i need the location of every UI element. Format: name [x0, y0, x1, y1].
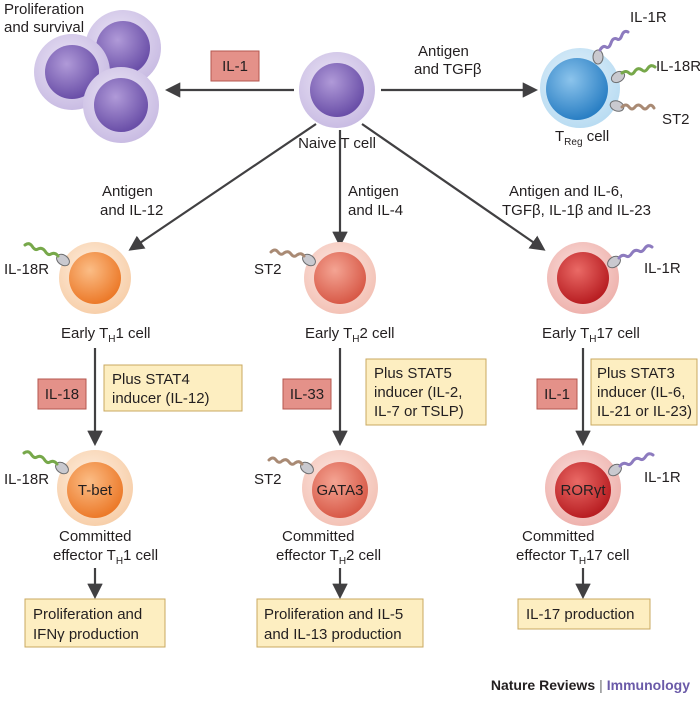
- il1-top-label: IL-1: [222, 58, 248, 75]
- th17-tf-label: RORγt: [561, 482, 607, 499]
- treg-arrow-label-2: and TGFβ: [414, 61, 482, 78]
- th1-inducer-1: Plus STAT4: [112, 371, 190, 388]
- th1-committed-receptor-label: IL-18R: [4, 471, 49, 488]
- th2-tf-label: GATA3: [317, 482, 364, 499]
- th2-outcome-box: [256, 598, 424, 648]
- th2-outcome-1: Proliferation and IL-5: [264, 606, 403, 623]
- th17-early-receptor-label: IL-1R: [644, 260, 681, 277]
- th1-early-label: Early TH1 cell: [61, 325, 151, 345]
- th1-effector-label: effector TH1 cell: [53, 547, 158, 567]
- th1-cytokine-box: [37, 378, 87, 410]
- th1-early-cell: [23, 242, 131, 314]
- th17-arrow-label-1: Antigen and IL-6,: [509, 183, 623, 200]
- th17-inducer-box: [590, 358, 698, 426]
- th17-outcome-box: [517, 598, 651, 630]
- treg-receptor-st2: [609, 100, 656, 112]
- th2-early-cell: [269, 242, 376, 314]
- th2-outcome-2: and IL-13 production: [264, 626, 402, 643]
- th1-outcome-1: Proliferation and: [33, 606, 142, 623]
- th2-arrow-label-2: and IL-4: [348, 202, 403, 219]
- th2-cytokine-label: IL-33: [290, 386, 324, 403]
- journal-name: Nature Reviews: [490, 677, 596, 693]
- treg-cell-label: TReg cell: [555, 128, 609, 148]
- treg-label-st2: ST2: [662, 111, 690, 128]
- prolif-label-2: and survival: [4, 19, 84, 36]
- proliferating-cells: [34, 10, 161, 143]
- th1-cytokine-label: IL-18: [45, 386, 79, 403]
- th17-inducer-1: Plus STAT3: [597, 365, 675, 382]
- th1-arrow-label-2: and IL-12: [100, 202, 163, 219]
- treg-receptor-il1r: [592, 29, 630, 65]
- th1-outcome-2: IFNγ production: [33, 626, 139, 643]
- th17-committed-cell: [545, 450, 655, 526]
- treg-arrow-label-1: Antigen: [418, 43, 469, 60]
- th2-early-label: Early TH2 cell: [305, 325, 395, 345]
- th17-inducer-2: inducer (IL-6,: [597, 384, 685, 401]
- th2-committed-receptor-label: ST2: [254, 471, 282, 488]
- th2-cytokine-box: [282, 378, 332, 410]
- th1-arrow-label-1: Antigen: [102, 183, 153, 200]
- treg-receptor-il18r: [610, 64, 657, 84]
- th17-early-cell: [547, 242, 654, 314]
- th17-cytokine-box: [536, 378, 578, 410]
- th2-committed-cell: [267, 450, 378, 526]
- th2-inducer-box: [365, 358, 487, 426]
- th2-early-receptor-label: ST2: [254, 261, 282, 278]
- th17-inducer-3: IL-21 or IL-23): [597, 403, 692, 420]
- th1-tf-label: T-bet: [78, 482, 113, 499]
- th1-inducer-box: [103, 364, 243, 412]
- th2-inducer-1: Plus STAT5: [374, 365, 452, 382]
- naive-t-cell: [299, 52, 375, 128]
- journal-section: Immunology: [606, 677, 690, 693]
- th1-inducer-2: inducer (IL-12): [112, 390, 210, 407]
- prolif-label-1: Proliferation: [4, 1, 84, 18]
- th1-early-receptor-label: IL-18R: [4, 261, 49, 278]
- th17-committed-label: Committed: [522, 528, 595, 545]
- th17-early-label: Early TH17 cell: [542, 325, 640, 345]
- treg-label-il1r: IL-1R: [630, 9, 667, 26]
- treg-cell: [540, 48, 620, 128]
- th1-committed-cell: [22, 450, 133, 526]
- th2-committed-label: Committed: [282, 528, 355, 545]
- th17-arrow-label-2: TGFβ, IL-1β and IL-23: [502, 202, 651, 219]
- il1-top-box: [210, 50, 260, 82]
- arrow-to-th17: [361, 123, 546, 251]
- th2-arrow-label-1: Antigen: [348, 183, 399, 200]
- th17-committed-receptor-label: IL-1R: [644, 469, 681, 486]
- th2-effector-label: effector TH2 cell: [276, 547, 381, 567]
- th2-inducer-2: inducer (IL-2,: [374, 384, 462, 401]
- th1-committed-label: Committed: [59, 528, 132, 545]
- credit-separator: |: [599, 677, 603, 693]
- arrow-to-th1: [128, 123, 317, 251]
- journal-credit: Nature Reviews|Immunology: [491, 677, 690, 693]
- th2-inducer-3: IL-7 or TSLP): [374, 403, 464, 420]
- th17-cytokine-label: IL-1: [544, 386, 570, 403]
- th17-effector-label: effector TH17 cell: [516, 547, 629, 567]
- th17-outcome-1: IL-17 production: [526, 606, 634, 623]
- naive-label: Naive T cell: [298, 135, 376, 152]
- treg-label-il18r: IL-18R: [656, 58, 700, 75]
- th1-outcome-box: [24, 598, 166, 648]
